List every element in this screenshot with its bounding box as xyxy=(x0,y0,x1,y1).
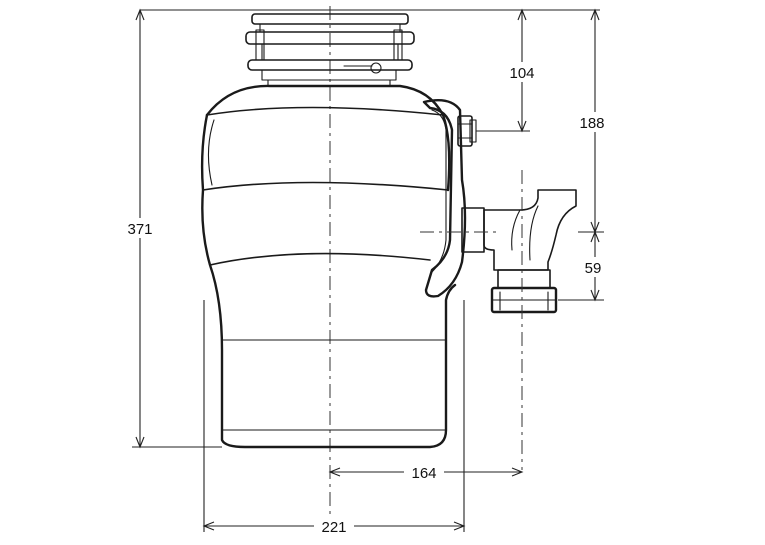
dimension-height-total: 371 xyxy=(118,8,600,449)
dim-label-221: 221 xyxy=(321,519,346,536)
dimension-outlet-height: 59 xyxy=(558,230,610,302)
dimension-body-width: 221 xyxy=(202,300,466,536)
housing-body xyxy=(200,84,457,449)
dimension-top-to-inlet: 104 xyxy=(476,8,540,133)
dimension-center-to-outlet: 164 xyxy=(328,463,524,482)
dim-label-164: 164 xyxy=(411,465,436,482)
dim-label-371: 371 xyxy=(127,221,152,238)
dimension-top-to-outlet: 188 xyxy=(574,8,614,234)
dim-label-104: 104 xyxy=(509,65,534,82)
mounting-flange xyxy=(245,13,415,87)
dim-label-188: 188 xyxy=(579,115,604,132)
outlet-pipe xyxy=(461,189,577,314)
side-bracket xyxy=(422,99,467,298)
dim-label-59: 59 xyxy=(585,260,602,277)
